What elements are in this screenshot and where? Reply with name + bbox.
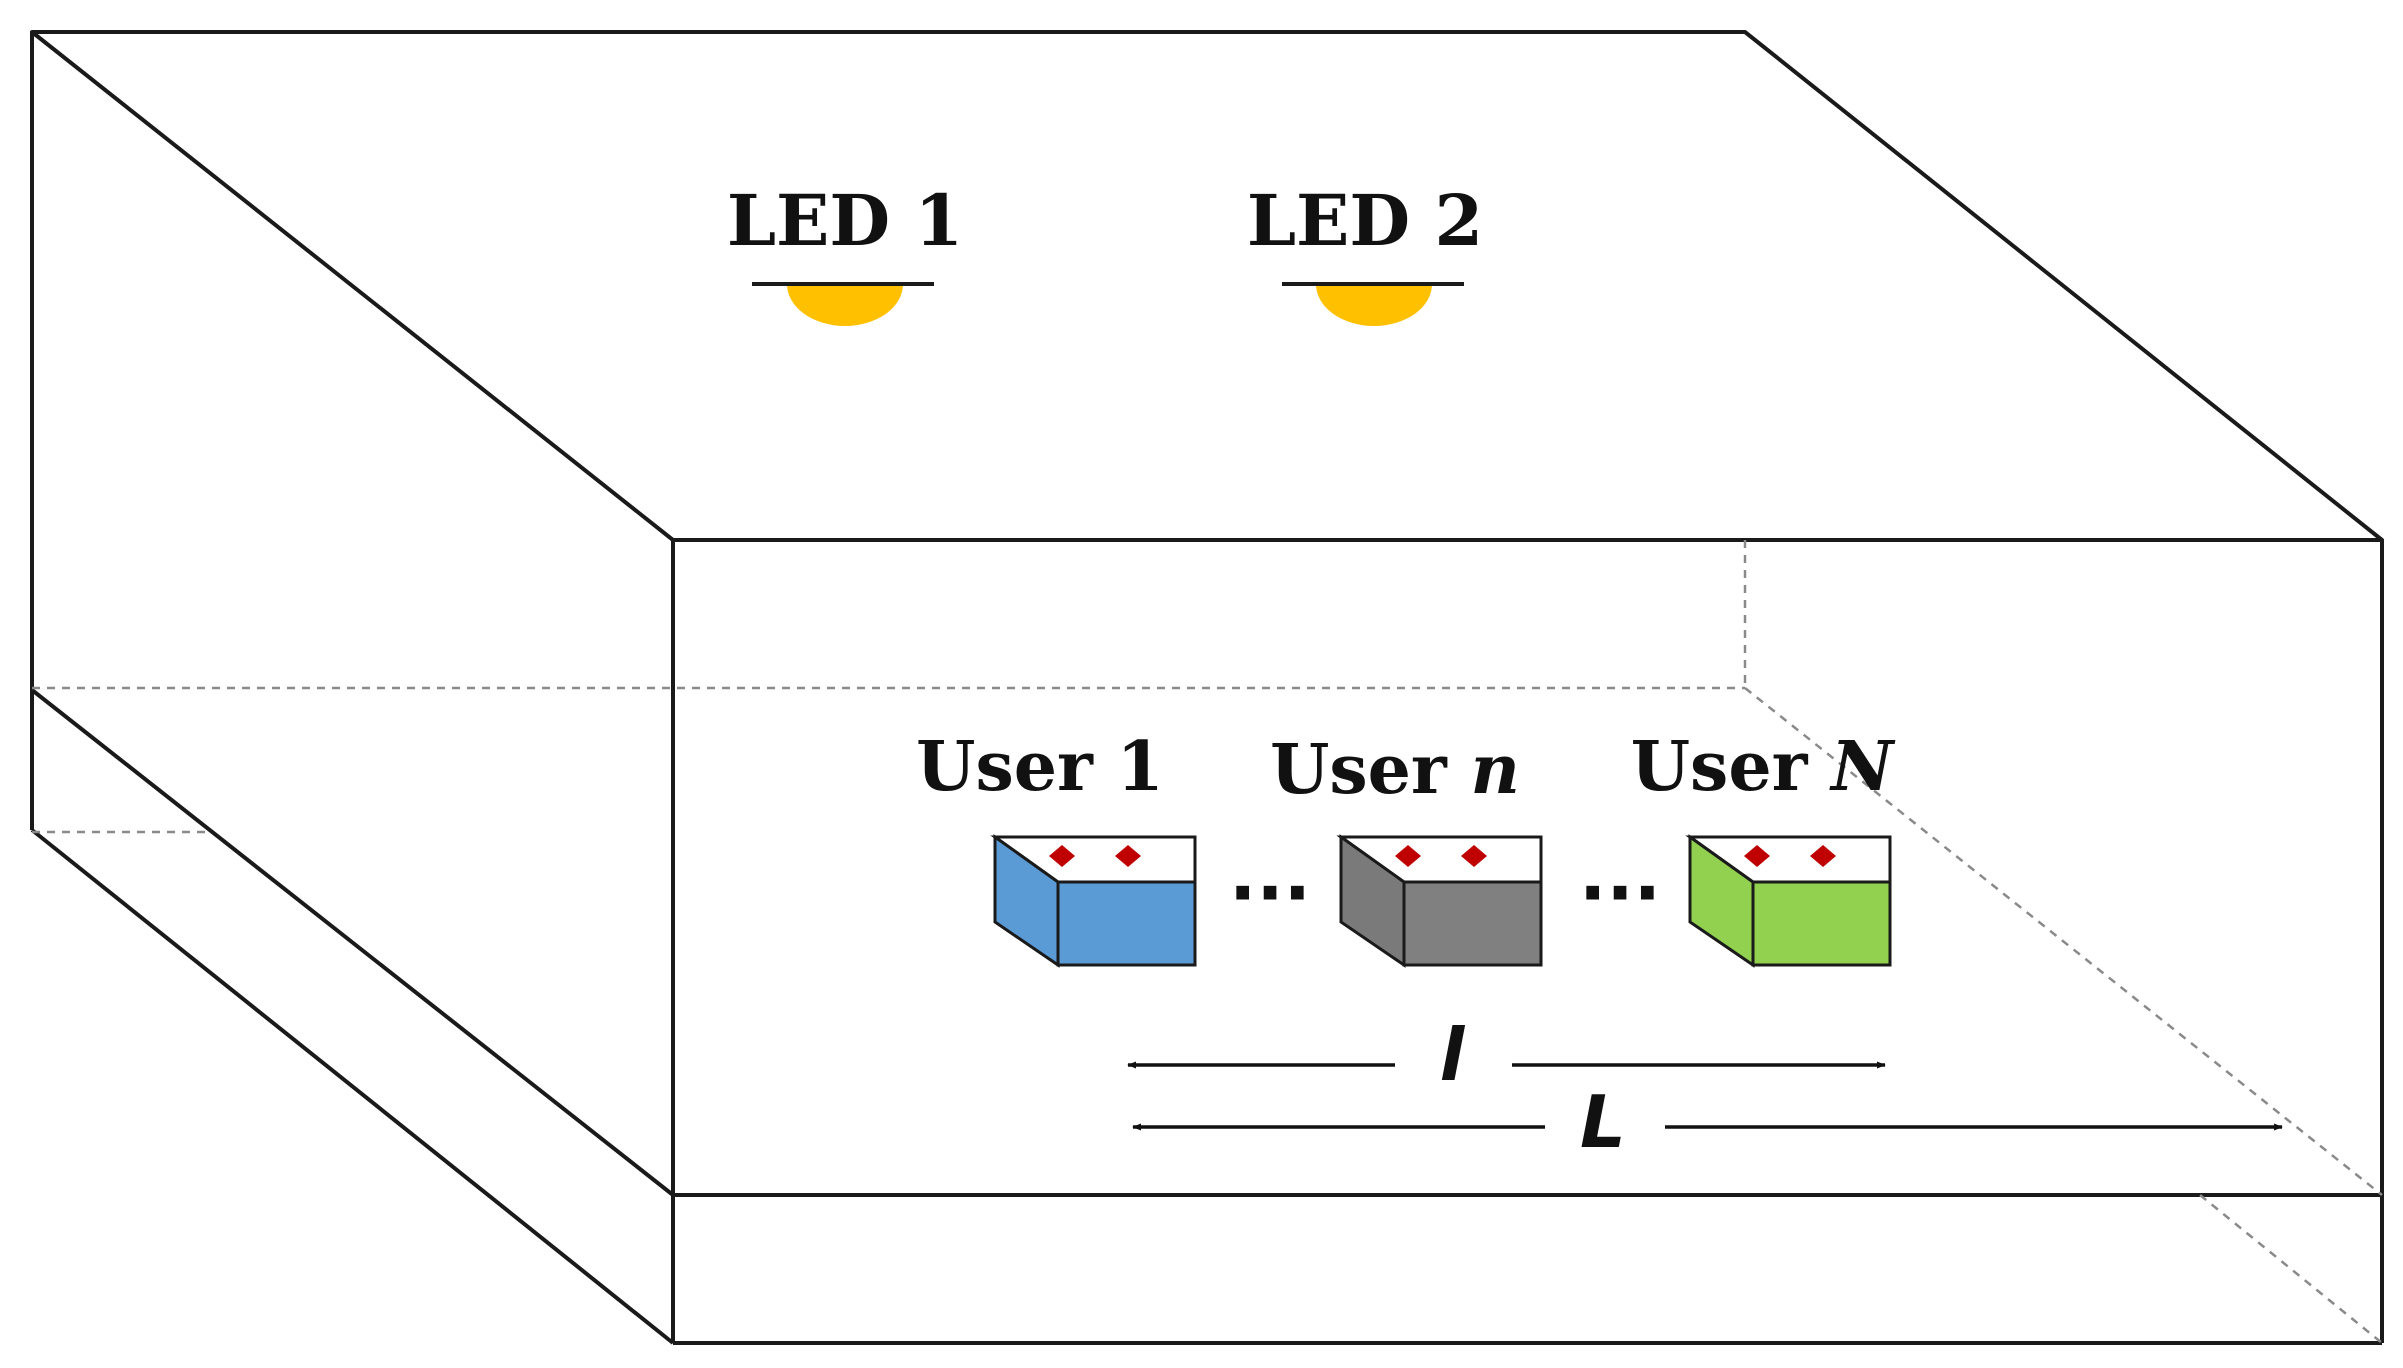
photodetector-icon [1049, 845, 1075, 867]
receiver-front-face [1056, 880, 1197, 967]
user-N-receiver [1685, 834, 1892, 968]
left-bottom-edge [30, 828, 675, 1345]
photodetector-icon [1810, 845, 1836, 867]
user-1-receiver [990, 834, 1197, 968]
photodetector-icon [1744, 845, 1770, 867]
user-n-receiver [1336, 834, 1543, 968]
ellipsis-2: ··· [1579, 851, 1661, 935]
ceiling-face [30, 30, 2384, 542]
led-2-label: LED 2 [1247, 179, 1483, 262]
photodetector-icon [1115, 845, 1141, 867]
right-bottom-hidden-edge [2199, 1194, 2383, 1344]
led-1: LED 1 [727, 179, 963, 326]
user-n-label: User n [1270, 730, 1520, 810]
photodetector-icon [1395, 845, 1421, 867]
left-floor-level-edge [30, 688, 675, 1197]
receiver-front-face [1751, 880, 1892, 967]
led-2-bulb-icon [1316, 284, 1432, 326]
room-box [30, 30, 2384, 1345]
dimension-L-label: L [1580, 1080, 1626, 1164]
dimension-l-label: l [1440, 1013, 1466, 1097]
dimension-L: L [1132, 1080, 2283, 1164]
led-1-label: LED 1 [727, 179, 963, 262]
user-1-label: User 1 [916, 727, 1164, 807]
right-floor-hidden-edge [1744, 687, 2383, 1196]
led-2: LED 2 [1247, 179, 1483, 326]
led-1-bulb-icon [787, 284, 903, 326]
dimension-l: l [1127, 1013, 1886, 1097]
receiver-front-face [1402, 880, 1543, 967]
user-N-label: User N [1631, 727, 1896, 807]
photodetector-icon [1461, 845, 1487, 867]
hidden-edges [32, 540, 2383, 1344]
ellipsis-1: ··· [1229, 851, 1311, 935]
